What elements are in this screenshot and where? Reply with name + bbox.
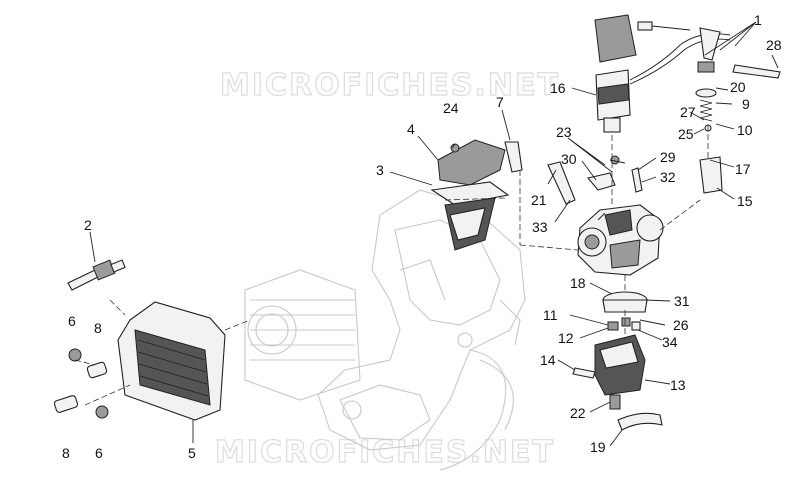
callout-25: 25 <box>678 126 694 142</box>
callout-19: 19 <box>590 439 606 455</box>
throttle-slide-parts <box>695 61 723 194</box>
callout-15: 15 <box>737 193 753 209</box>
callout-10: 10 <box>737 122 753 138</box>
intake-manifold <box>430 139 523 251</box>
float-chamber <box>572 291 663 431</box>
callout-11: 11 <box>543 307 558 323</box>
callout-20: 20 <box>730 79 746 95</box>
callout-17: 17 <box>735 161 751 177</box>
callout-8-lower: 8 <box>62 445 70 461</box>
nuts-and-studs <box>53 348 109 419</box>
cylinder-outline <box>244 269 361 401</box>
watermark-top: MICROFICHES.NET <box>220 68 560 103</box>
cylinder-head <box>117 301 226 421</box>
callout-26: 26 <box>673 317 689 333</box>
callout-13: 13 <box>670 377 686 393</box>
watermark-bottom: MICROFICHES.NET <box>215 435 555 470</box>
callout-6-lower: 6 <box>95 445 103 461</box>
callout-2: 2 <box>84 217 92 233</box>
assembly-lines <box>74 125 709 406</box>
callout-labels: 1 2 3 4 5 6 6 7 8 8 9 10 11 12 13 14 15 … <box>62 12 782 461</box>
callout-30: 30 <box>561 151 577 167</box>
callout-16: 16 <box>550 80 566 96</box>
callout-28: 28 <box>766 37 782 53</box>
callout-6-upper: 6 <box>68 313 76 329</box>
callout-27: 27 <box>680 104 696 120</box>
callout-4: 4 <box>407 121 415 137</box>
auto-choke <box>594 14 781 133</box>
spark-plug <box>67 259 126 291</box>
callout-1: 1 <box>754 12 762 28</box>
callout-9: 9 <box>742 96 750 112</box>
callout-7: 7 <box>496 94 504 110</box>
callout-23: 23 <box>556 124 572 140</box>
callout-33: 33 <box>532 219 548 235</box>
callout-21: 21 <box>531 192 547 208</box>
carburettor <box>577 204 664 276</box>
callout-34: 34 <box>662 334 678 350</box>
callout-24: 24 <box>443 100 459 116</box>
callout-29: 29 <box>660 149 676 165</box>
leader-lines <box>89 21 779 447</box>
callout-12: 12 <box>558 330 574 346</box>
callout-5: 5 <box>188 445 196 461</box>
callout-8-upper: 8 <box>94 320 102 336</box>
callout-18: 18 <box>570 275 586 291</box>
callout-3: 3 <box>376 162 384 178</box>
callout-14: 14 <box>540 352 556 368</box>
callout-32: 32 <box>660 169 676 185</box>
callout-22: 22 <box>570 405 586 421</box>
callout-31: 31 <box>674 293 690 309</box>
